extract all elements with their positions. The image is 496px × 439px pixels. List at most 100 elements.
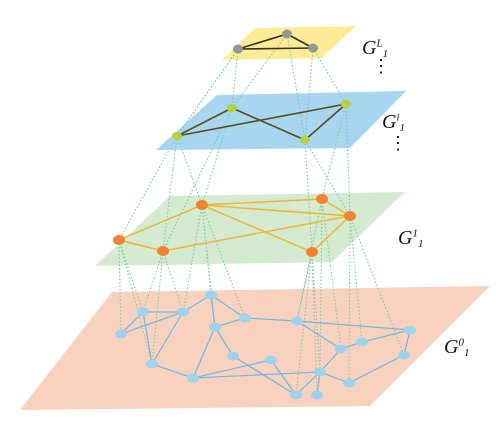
inter-layer-link: [319, 198, 323, 373]
node-layer-0: [205, 290, 217, 300]
inter-layer-link: [231, 33, 288, 109]
edge-layer-i: [176, 107, 233, 137]
plane-layer-i: [156, 91, 406, 150]
ellipsis-top: ⋮: [372, 56, 390, 76]
inter-layer-link: [118, 239, 153, 365]
edge-layer-0: [296, 320, 411, 331]
node-layer-0: [398, 350, 410, 360]
edge-layer-0: [120, 311, 144, 335]
edge-layer-0: [319, 348, 342, 373]
inter-layer-link: [295, 251, 313, 396]
edge-layer-L: [237, 47, 314, 50]
label-layer-i: Gi1: [382, 111, 406, 134]
edge-layer-0: [232, 355, 297, 396]
edge-layer-0: [142, 311, 153, 365]
node-layer-0: [115, 329, 127, 339]
node-layer-0: [291, 316, 303, 326]
inter-layer-link: [312, 47, 347, 105]
node-layer-0: [404, 325, 416, 335]
edge-layer-i: [231, 107, 306, 141]
inter-layer-link: [162, 250, 184, 313]
inter-layer-link: [345, 103, 351, 217]
inter-layer-link: [118, 239, 122, 335]
edge-layer-1: [311, 215, 351, 253]
node-layer-1: [344, 211, 356, 221]
node-layer-0: [137, 307, 149, 317]
inter-layer-link: [321, 198, 342, 350]
inter-layer-link: [201, 204, 246, 319]
edge-layer-1: [201, 204, 313, 253]
edge-layer-0: [348, 354, 405, 384]
plane-layer-L: [222, 26, 356, 60]
node-layer-1: [306, 247, 318, 257]
edge-layer-0: [210, 294, 216, 328]
edge-layer-L: [237, 33, 288, 50]
edge-layer-0: [182, 294, 212, 313]
edge-layer-0: [120, 311, 184, 335]
edge-layer-0: [192, 371, 321, 379]
node-layer-0: [356, 337, 368, 347]
node-layer-1: [196, 200, 208, 210]
inter-layer-link: [176, 48, 239, 137]
node-layer-1: [157, 246, 169, 256]
node-layer-0: [209, 322, 221, 332]
node-layer-1: [316, 194, 328, 204]
node-layer-0: [335, 344, 347, 354]
plane-layer-0: [20, 286, 490, 410]
edge-layer-1: [118, 239, 164, 252]
inter-layer-link: [311, 251, 321, 373]
label-layer-L: GL1: [362, 37, 389, 60]
plane-layer-1: [95, 192, 405, 266]
inter-layer-link: [304, 139, 313, 253]
label-layer-1: G11: [398, 227, 424, 250]
node-layer-0: [239, 313, 251, 323]
ellipsis-middle: ⋮: [389, 133, 407, 153]
edge-layer-1: [118, 204, 203, 241]
inter-layer-link: [118, 239, 144, 313]
inter-layer-link: [118, 135, 178, 241]
inter-layer-link: [304, 47, 314, 141]
node-layer-i: [227, 104, 237, 112]
edge-layer-0: [151, 363, 194, 379]
edge-layer-0: [296, 320, 342, 350]
inter-layer-link: [151, 250, 164, 365]
node-layer-0: [227, 351, 239, 361]
edge-layer-i: [176, 103, 347, 137]
node-layer-0: [343, 378, 355, 388]
edge-layer-1: [201, 204, 351, 217]
edge-layer-0: [244, 317, 298, 322]
label-layer-0: G01: [444, 336, 470, 359]
node-layer-L: [308, 43, 318, 53]
node-layer-0: [290, 390, 302, 400]
inter-layer-link: [182, 204, 203, 313]
node-layer-L: [282, 29, 292, 39]
inter-layer-link: [142, 250, 164, 313]
inter-layer-link: [296, 251, 313, 322]
edge-layer-0: [214, 326, 234, 357]
edge-layer-0: [361, 329, 411, 343]
node-layer-0: [314, 367, 326, 377]
node-layer-0: [146, 359, 158, 369]
edge-layer-0: [210, 294, 246, 319]
node-layer-1: [113, 235, 125, 245]
node-layer-i: [300, 136, 310, 144]
node-layer-0: [177, 307, 189, 317]
edge-layer-0: [151, 311, 184, 365]
node-layer-0: [265, 355, 277, 365]
edge-layer-1: [162, 215, 351, 252]
node-layer-0: [187, 373, 199, 383]
node-layer-L: [233, 44, 243, 54]
inter-layer-link: [349, 215, 363, 343]
inter-layer-link: [201, 107, 233, 206]
node-layer-i: [341, 100, 351, 108]
edge-layer-1: [201, 198, 323, 206]
inter-layer-link: [321, 103, 347, 200]
edge-layer-0: [192, 359, 272, 379]
edge-layer-i: [304, 103, 347, 141]
node-layer-i: [172, 132, 182, 140]
edge-layer-L: [286, 33, 314, 49]
edge-layer-0: [295, 371, 321, 396]
inter-layer-link: [349, 215, 405, 356]
edge-layer-0: [270, 359, 297, 396]
